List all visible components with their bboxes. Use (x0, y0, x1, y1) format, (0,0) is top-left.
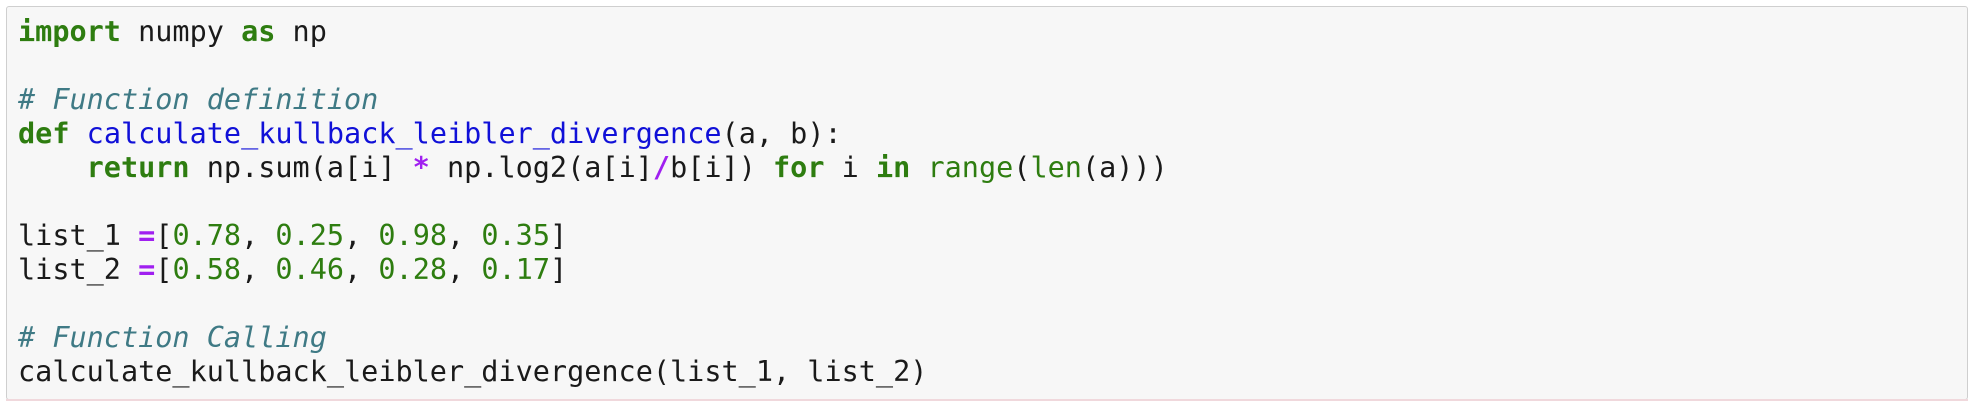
code-text: np.log2(a[i] (429, 151, 653, 184)
cell-bottom-edge (6, 399, 1968, 401)
comment: # Function definition (18, 83, 379, 116)
keyword-in: in (875, 151, 911, 184)
number: 0.35 (481, 219, 550, 252)
code-text: (a))) (1081, 151, 1168, 184)
variable-name: list_1 (18, 219, 139, 252)
code-line-7: list_1 =[0.78, 0.25, 0.98, 0.35] (18, 219, 1168, 253)
number: 0.78 (172, 219, 242, 252)
builtin-len: len (1030, 151, 1082, 184)
keyword-for: for (773, 151, 825, 184)
keyword-as: as (241, 15, 276, 48)
bracket: [ (155, 219, 173, 252)
indent (18, 151, 87, 184)
bracket: [ (155, 253, 173, 286)
code-line-4: def calculate_kullback_leibler_divergenc… (18, 117, 1168, 151)
code-line-3: # Function definition (18, 83, 1168, 117)
code-text (69, 117, 86, 150)
separator: , (447, 253, 482, 286)
number: 0.28 (378, 253, 448, 286)
keyword-def: def (18, 117, 70, 150)
bracket: ] (550, 219, 568, 252)
code-line-10: # Function Calling (18, 321, 1168, 355)
code-text: b[i]) (670, 151, 774, 184)
code-text: i (824, 151, 876, 184)
code-line-11: calculate_kullback_leibler_divergence(li… (18, 355, 1168, 389)
number: 0.17 (481, 253, 550, 286)
bracket: ] (550, 253, 568, 286)
number: 0.46 (275, 253, 345, 286)
keyword-return: return (86, 151, 190, 184)
number: 0.58 (172, 253, 242, 286)
separator: , (241, 219, 276, 252)
code-text: (a, b): (721, 117, 842, 150)
code-text: np (275, 15, 327, 48)
code-text: np.sum(a[i] (189, 151, 413, 184)
code-text: ( (1013, 151, 1031, 184)
number: 0.25 (275, 219, 345, 252)
code-line-9 (18, 287, 1168, 321)
code-line-2 (18, 49, 1168, 83)
separator: , (241, 253, 276, 286)
code-text (910, 151, 927, 184)
separator: , (344, 253, 379, 286)
number: 0.98 (378, 219, 448, 252)
comment: # Function Calling (18, 321, 327, 354)
operator-divide: / (652, 151, 671, 184)
operator-assign: = (138, 219, 156, 252)
function-name: calculate_kullback_leibler_divergence (86, 117, 722, 150)
code-line-6 (18, 185, 1168, 219)
separator: , (344, 219, 379, 252)
operator-assign: = (138, 253, 156, 286)
builtin-range: range (927, 151, 1014, 184)
code-line-1: import numpy as np (18, 15, 1168, 49)
code-text: calculate_kullback_leibler_divergence(li… (18, 355, 928, 388)
code-line-5: return np.sum(a[i] * np.log2(a[i]/b[i]) … (18, 151, 1168, 185)
code-line-8: list_2 =[0.58, 0.46, 0.28, 0.17] (18, 253, 1168, 287)
code-text: numpy (120, 15, 242, 48)
variable-name: list_2 (18, 253, 139, 286)
keyword-import: import (18, 15, 121, 48)
separator: , (447, 219, 482, 252)
operator-multiply: * (412, 151, 430, 184)
